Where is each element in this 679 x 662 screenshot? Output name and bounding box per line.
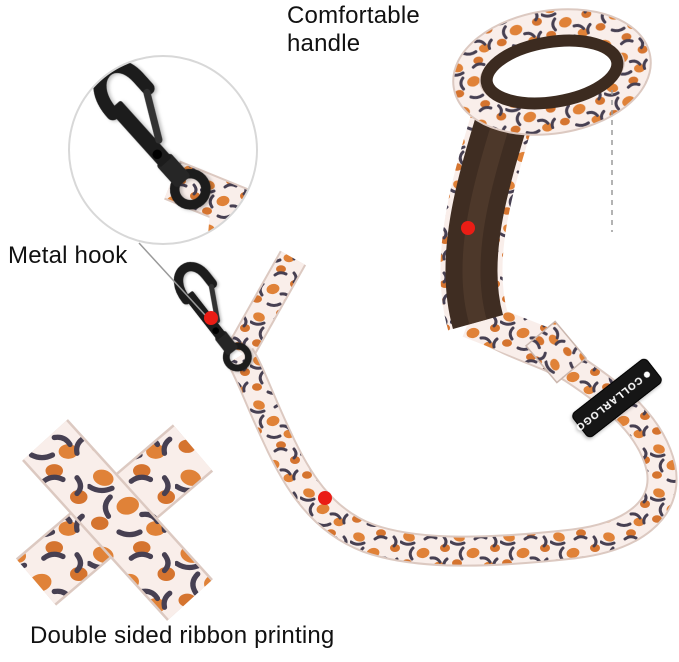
zoom-circle-outline xyxy=(68,55,258,245)
annotation-double-sided-ribbon: Double sided ribbon printing xyxy=(30,622,334,650)
ribbon-swatch-front xyxy=(22,419,213,621)
annotation-comfortable-handle: Comfortable handle xyxy=(287,2,420,59)
callout-dot-handle xyxy=(461,221,475,235)
annotation-comfortable-handle-line1: Comfortable xyxy=(287,2,420,29)
leader-line-hook xyxy=(138,242,207,317)
annotation-double-sided-ribbon-label: Double sided ribbon printing xyxy=(30,622,335,649)
annotation-metal-hook-label: Metal hook xyxy=(8,242,128,269)
zoom-circle xyxy=(68,55,258,245)
callout-dot-hook xyxy=(204,311,218,325)
handle-loop xyxy=(452,8,652,136)
leash-ribbon xyxy=(226,311,678,567)
annotation-metal-hook: Metal hook xyxy=(8,242,127,270)
sewn-wrap xyxy=(524,320,588,384)
annotation-comfortable-handle-line2: handle xyxy=(287,30,361,58)
hook-tail-ribbon xyxy=(226,250,307,360)
brand-logo-icon xyxy=(643,371,650,378)
padded-handle-strap xyxy=(440,100,535,331)
handle-inner-lining xyxy=(480,34,624,110)
callout-dot-ribbon xyxy=(318,491,332,505)
